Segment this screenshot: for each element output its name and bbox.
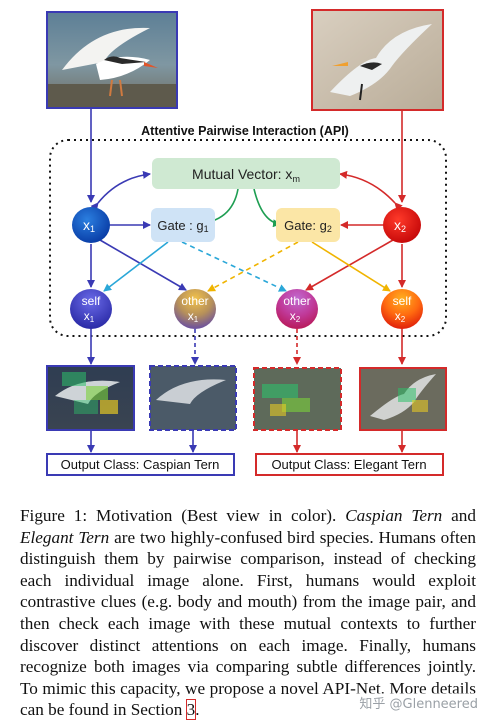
- output-label-elegant: Output Class: Elegant Tern: [271, 457, 426, 472]
- caption-text-2: are two highly-confused bird species. Hu…: [20, 527, 476, 720]
- svg-text:other: other: [181, 294, 208, 308]
- api-title: Attentive Pairwise Interaction (API): [141, 124, 349, 138]
- photo-caspian-tern: [46, 11, 178, 109]
- x1-node: [72, 207, 110, 243]
- gate-2-box: [276, 208, 340, 242]
- caption-text-1: Motivation (Best view in color).: [87, 506, 346, 525]
- svg-text:self: self: [393, 294, 412, 308]
- caption-species-2: Elegant Tern: [20, 527, 110, 547]
- caption-and: and: [442, 506, 476, 525]
- caption-end: .: [195, 700, 200, 720]
- watermark: 知乎 @Glenneered: [356, 693, 481, 712]
- svg-text:other: other: [283, 294, 310, 308]
- caption-species-1: Caspian Tern: [345, 506, 443, 525]
- gate-1-box: [151, 208, 215, 242]
- svg-text:x1: x1: [188, 309, 199, 324]
- gate-1-label: Gate : g1: [157, 218, 208, 234]
- gate-2-label: Gate: g2: [284, 218, 332, 234]
- api-module-box: [49, 139, 447, 337]
- attention-map-other-x1: [149, 365, 237, 431]
- api-diagram: Attentive Pairwise Interaction (API) Mut…: [46, 9, 447, 476]
- figure-caption: Figure 1: Motivation (Best view in color…: [20, 505, 476, 721]
- attention-map-other-x2: [253, 367, 342, 431]
- other-x1-node: other x1: [174, 289, 216, 329]
- svg-text:x2: x2: [290, 309, 301, 324]
- caption-label: Figure 1:: [20, 506, 88, 525]
- attention-map-self-x1: [46, 365, 135, 431]
- output-label-caspian: Output Class: Caspian Tern: [61, 457, 220, 472]
- svg-text:self: self: [82, 294, 101, 308]
- other-x2-node: other x2: [276, 289, 318, 329]
- self-x2-node: self x2: [381, 289, 423, 329]
- svg-text:x2: x2: [395, 309, 406, 324]
- x2-label: x2: [394, 217, 406, 234]
- photo-elegant-tern: [311, 9, 444, 111]
- attention-map-self-x2: [359, 367, 447, 431]
- mutual-vector-box: [152, 158, 340, 189]
- x2-node: [383, 207, 421, 243]
- output-box-elegant: [255, 453, 444, 476]
- caption-section-link[interactable]: 3: [185, 699, 197, 721]
- svg-text:x1: x1: [84, 309, 95, 324]
- self-x1-node: self x1: [70, 289, 112, 329]
- output-box-caspian: [46, 453, 235, 476]
- x1-label: x1: [83, 217, 95, 234]
- mutual-vector-label: Mutual Vector: xm: [192, 166, 300, 184]
